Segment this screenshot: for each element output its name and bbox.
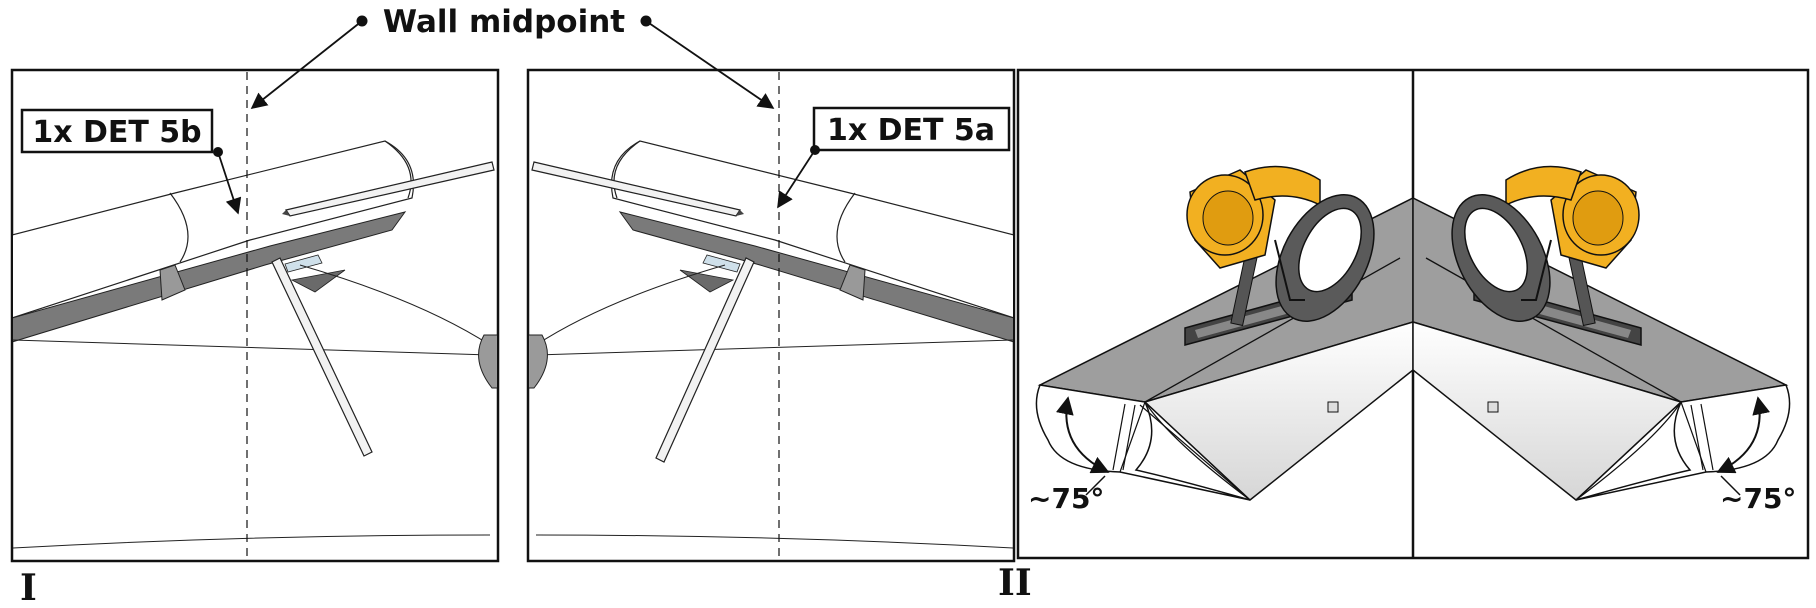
det-5a-label: 1x DET 5a — [827, 113, 995, 148]
angle-left-label: ~75° — [1028, 482, 1104, 515]
pencil-icon — [531, 161, 744, 217]
step-2-label: II — [998, 562, 1032, 604]
circular-saw-icon — [1451, 165, 1642, 346]
wall-midpoint-callout: Wall midpoint — [250, 4, 775, 110]
panel-1: 1x DET 5b — [10, 68, 500, 563]
pencil-icon — [282, 161, 495, 217]
step-1-label: I — [20, 567, 37, 608]
pencil-icon — [271, 257, 373, 457]
circular-saw-icon — [1184, 165, 1375, 346]
beam-right — [1412, 165, 1791, 501]
pencil-icon — [655, 257, 755, 463]
panel-1b: 1x DET 5a — [526, 68, 1016, 563]
det-5b-label: 1x DET 5b — [32, 115, 201, 150]
wall-midpoint-label: Wall midpoint — [383, 4, 625, 40]
panel-2: ~75° — [1016, 68, 1810, 560]
angle-right-label: ~75° — [1720, 482, 1796, 515]
